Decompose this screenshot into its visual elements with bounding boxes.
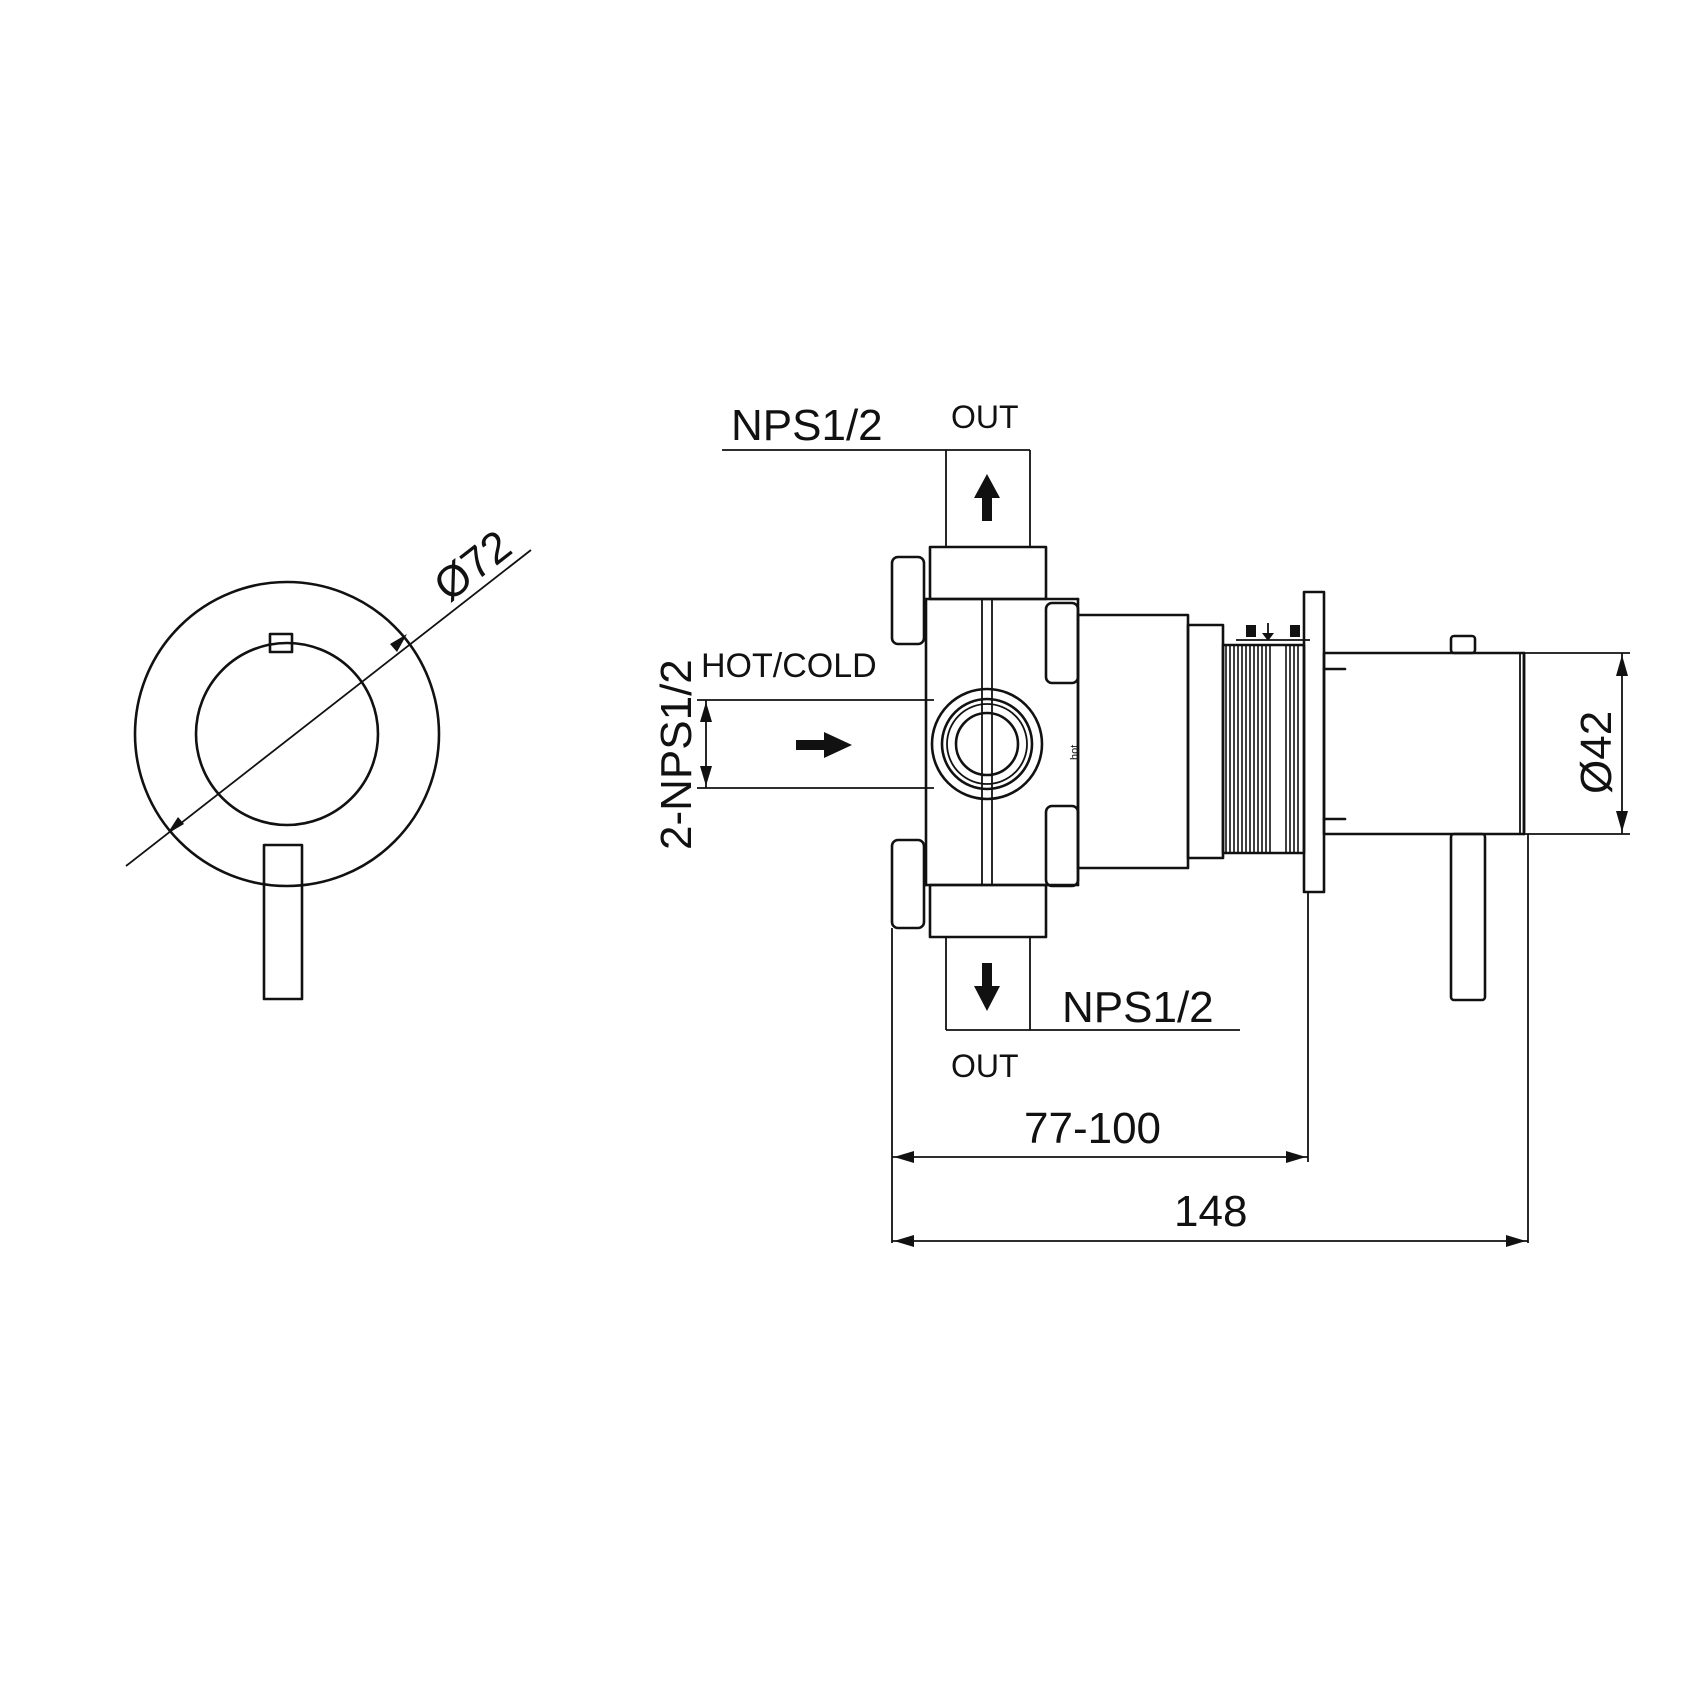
- front-view: [125, 549, 532, 1001]
- handle-body-outline: [194, 641, 380, 827]
- inlet-port-thread: [946, 703, 1028, 785]
- handle-body: [1322, 651, 1526, 836]
- overall-length-arrow-left: [894, 1235, 914, 1247]
- threaded-section: [1221, 643, 1306, 855]
- handle-dia-arrow-top: [1616, 655, 1628, 676]
- bottom-outlet-arrow-head: [974, 986, 1000, 1011]
- inlet-flow-label: HOT/COLD: [701, 647, 877, 685]
- top-outlet-thread-label: NPS1/2: [731, 401, 883, 450]
- bottom-outlet-thread-label: NPS1/2: [1062, 983, 1214, 1032]
- top-outlet-flow-label: OUT: [951, 399, 1019, 435]
- depth-range-arrow-right: [1286, 1151, 1306, 1163]
- body-right-top-boss: [1044, 601, 1080, 685]
- inlet-port-mid: [940, 697, 1034, 791]
- top-outlet-boss: [928, 545, 1048, 601]
- bottom-outlet-arrow-shaft: [982, 963, 992, 987]
- top-outlet-arrow-head: [974, 474, 1000, 498]
- lever-stub: [268, 632, 294, 654]
- inlet-flow-arrow-shaft: [796, 740, 826, 750]
- cover-plate-edge: [1302, 590, 1326, 894]
- handle-top-stub: [1449, 634, 1477, 655]
- thread-lines: [1225, 645, 1299, 853]
- overall-length-label: 148: [1174, 1187, 1247, 1236]
- inlet-flow-arrow-head: [824, 732, 852, 758]
- cartridge-housing: [1076, 613, 1190, 870]
- inlet-port-inner: [954, 711, 1020, 777]
- handle-diameter-label: Ø42: [1572, 711, 1621, 794]
- inlet-dim-arrow-bottom: [700, 766, 712, 786]
- lever-arm: [262, 843, 304, 1001]
- depth-range-label: 77-100: [1024, 1104, 1161, 1153]
- thread-marks: [1236, 623, 1310, 641]
- top-outlet-arrow-shaft: [982, 497, 992, 521]
- body-right-bottom-boss: [1044, 804, 1080, 888]
- inlet-dim-arrow-top: [700, 702, 712, 722]
- overall-length-arrow-right: [1506, 1235, 1526, 1247]
- front-diameter-label: Ø72: [425, 521, 521, 611]
- inlet-thread-label: 2-NPS1/2: [652, 659, 701, 850]
- side-view: hot: [697, 449, 1630, 1247]
- depth-range-arrow-left: [894, 1151, 914, 1163]
- bottom-mounting-lug: [890, 838, 926, 930]
- cover-plate-outline: [133, 580, 441, 888]
- diameter-arrow-upper: [390, 634, 407, 652]
- diameter-dimension-line: [125, 549, 532, 867]
- top-mounting-lug: [890, 555, 926, 646]
- cartridge-collar: [1186, 623, 1225, 860]
- bottom-outlet-boss: [928, 883, 1048, 939]
- diameter-arrow-lower: [167, 817, 184, 834]
- bottom-outlet-flow-label: OUT: [951, 1048, 1019, 1084]
- inlet-port-outer: [930, 687, 1044, 801]
- handle-lever: [1449, 832, 1487, 1002]
- handle-dia-arrow-bottom: [1616, 811, 1628, 832]
